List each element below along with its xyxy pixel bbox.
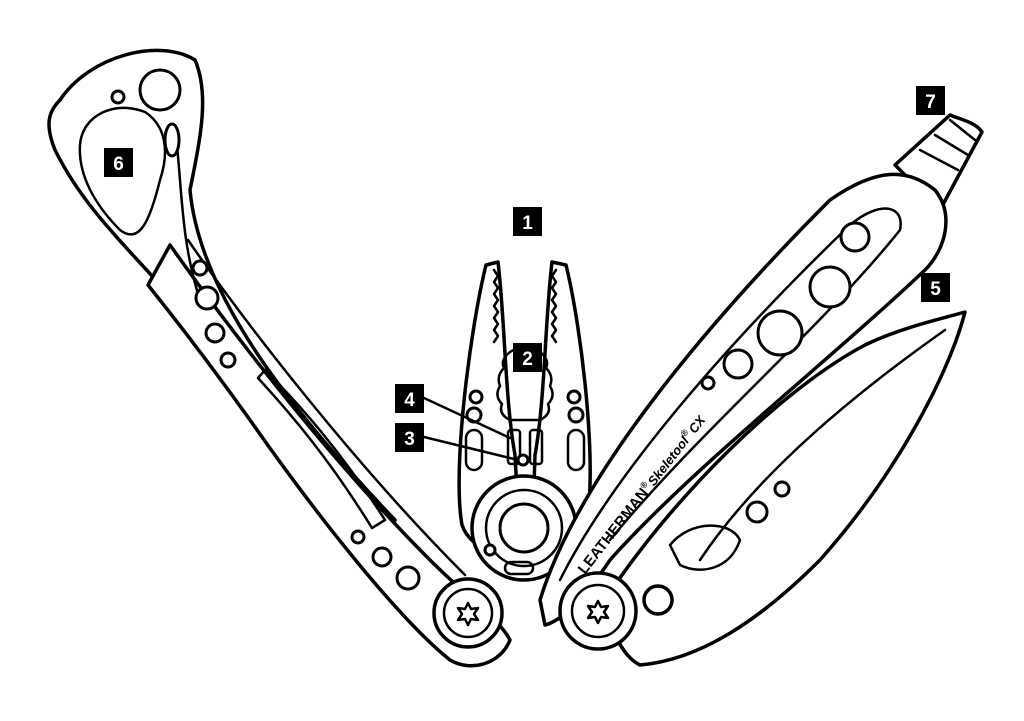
left-handle-hole [219, 351, 237, 369]
right-handle-hole [808, 265, 852, 309]
left-pivot [432, 577, 504, 649]
left-handle-edge [186, 238, 467, 577]
carabiner-oval-hole [163, 122, 181, 158]
pliers-pivot-rivet [516, 453, 530, 467]
pliers-right-jaw-teeth [550, 268, 558, 344]
left-handle-hole [204, 322, 226, 344]
right-handle-hole [839, 221, 871, 253]
callout-3-box [395, 423, 424, 452]
right-torx-screw-icon [586, 599, 610, 625]
callout-5: 5 [921, 273, 950, 302]
callout-7-box [916, 86, 945, 115]
left-handle-hole [371, 546, 393, 568]
pliers-base-slot [503, 560, 535, 576]
left-handle-hole [191, 259, 209, 277]
carabiner-large-hole [138, 68, 182, 112]
carabiner-small-hole [110, 89, 126, 105]
callout-3: 3 [395, 423, 424, 452]
right-handle-inner-frame [558, 207, 902, 582]
callout-1: 1 [513, 207, 542, 236]
pliers-wire-crimper [496, 345, 554, 422]
callout-7: 7 [916, 86, 945, 115]
pliers-wire-cutter-right [528, 428, 544, 466]
pliers-jaw-slot [566, 428, 586, 472]
left-handle-hole [395, 565, 421, 591]
brand-registered-mark: ® [638, 479, 650, 491]
callout-6-box [104, 148, 133, 177]
pliers-wire-cutter-left [506, 428, 522, 466]
callout-2: 2 [513, 343, 542, 372]
pliers-jaw-hole [566, 389, 582, 405]
right-handle: LEATHERMAN® Skeletool®CX [538, 113, 984, 667]
callout-2-box [513, 343, 542, 372]
knife-blade-grind-line [698, 328, 947, 562]
right-pivot [558, 571, 638, 651]
callout-1-label: 1 [522, 213, 533, 234]
callout-6-label: 6 [113, 154, 124, 175]
callout-5-box [921, 273, 950, 302]
pliers-left-jaw-teeth [492, 268, 500, 344]
callout-leaders [422, 396, 520, 462]
pliers-base-small-hole [483, 543, 497, 557]
knife-hole [773, 480, 791, 498]
bit-driver-ridges [918, 118, 977, 172]
callout-3-leader [422, 435, 520, 462]
left-torx-screw-icon [456, 601, 480, 627]
callout-4: 4 [395, 384, 424, 413]
callout-6: 6 [104, 148, 133, 177]
carabiner-inner-opening [78, 106, 167, 236]
left-handle-hole [350, 529, 366, 545]
right-handle-hole [756, 309, 804, 357]
callout-2-label: 2 [522, 349, 533, 370]
knife-lock-button [642, 584, 674, 616]
right-handle-hole [700, 375, 716, 391]
callout-5-label: 5 [930, 279, 941, 300]
model-registered-mark: ® [679, 427, 691, 439]
pliers-jaw-hole [468, 389, 484, 405]
pliers-jaw-hole [567, 406, 585, 424]
left-handle-slot [256, 368, 387, 530]
callout-7-label: 7 [925, 92, 936, 113]
pliers [457, 260, 592, 582]
pliers-base-hole [498, 502, 550, 554]
callout-1-box [513, 207, 542, 236]
left-handle-hole [194, 285, 220, 311]
knife-thumb-opening [668, 524, 742, 571]
callout-4-box [395, 384, 424, 413]
left-handle [47, 48, 512, 668]
left-handle-frame [146, 243, 512, 668]
callout-4-label: 4 [404, 390, 415, 411]
knife-hole [745, 500, 769, 524]
right-handle-hole [722, 348, 754, 380]
pliers-base-ring [484, 488, 564, 568]
callout-4-leader [422, 396, 512, 440]
callout-3-label: 3 [404, 429, 415, 450]
